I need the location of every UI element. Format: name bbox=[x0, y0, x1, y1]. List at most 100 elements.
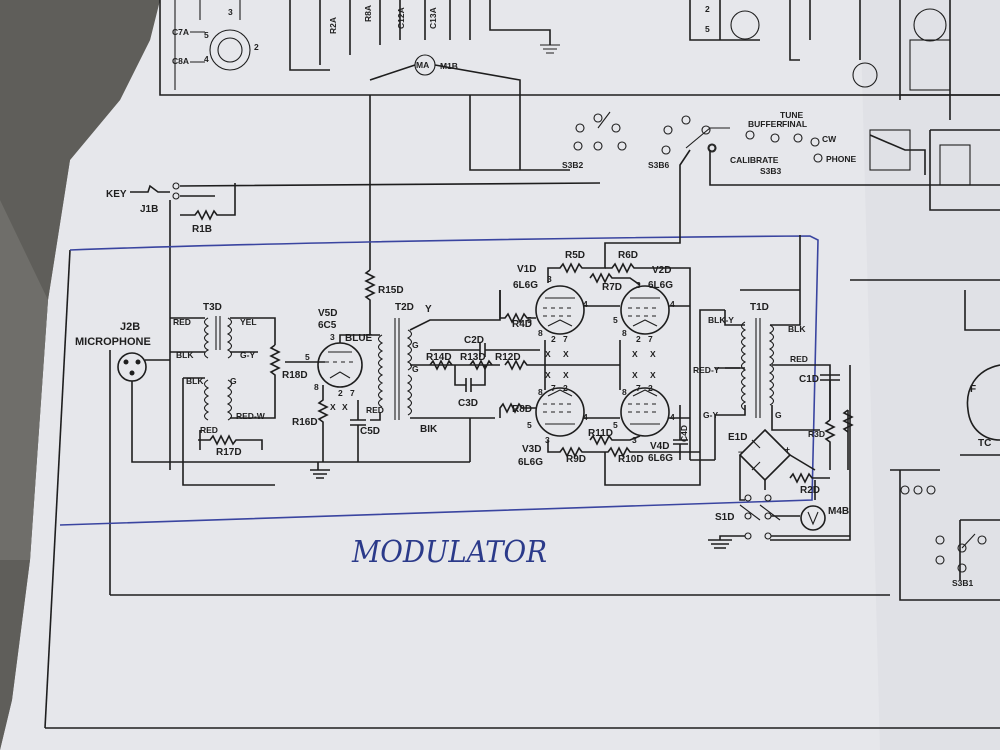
tune-label: TUNE bbox=[780, 110, 803, 120]
t3-gy-label: G-Y bbox=[240, 350, 255, 360]
t3-red-a-label: RED bbox=[173, 317, 191, 327]
m4b-label: M4B bbox=[828, 506, 849, 517]
tube-v3d bbox=[535, 387, 585, 437]
r3d-label: R3D bbox=[808, 429, 825, 439]
calibrate-label: CALIBRATE bbox=[730, 155, 779, 165]
svg-text:X: X bbox=[545, 349, 551, 359]
t1-red-label: RED bbox=[790, 354, 808, 364]
svg-text:F: F bbox=[970, 384, 976, 395]
tube-v5d: V5D 6C5 BLUE 3 5 8 2 7 X X R16D R15D C5D… bbox=[285, 269, 404, 479]
key-jack: KEY J1B R1B bbox=[106, 182, 601, 470]
r16d-label: R16D bbox=[292, 417, 318, 428]
svg-text:4: 4 bbox=[583, 412, 588, 422]
cw-label: CW bbox=[822, 134, 837, 144]
t3-blk-label: BLK bbox=[176, 350, 194, 360]
svg-text:2: 2 bbox=[338, 388, 343, 398]
v1d-type: 6L6G bbox=[513, 280, 538, 291]
blue-label: BLUE bbox=[345, 333, 373, 344]
v1d-label: V1D bbox=[517, 264, 536, 275]
r15d-label: R15D bbox=[378, 285, 404, 296]
r12d-label: R12D bbox=[495, 352, 521, 363]
svg-text:8: 8 bbox=[314, 382, 319, 392]
v5d-label: V5D bbox=[318, 308, 337, 319]
r10d-label: R10D bbox=[618, 454, 644, 465]
svg-text:X: X bbox=[330, 402, 336, 412]
j2b-label: J2B bbox=[120, 321, 140, 333]
tube-v4d bbox=[620, 387, 670, 437]
c4d-label: C4D bbox=[679, 425, 689, 442]
svg-text:3: 3 bbox=[636, 280, 641, 290]
transformer-t3d: T3D RED YEL BLK G-Y BLK G RED-W RED R17D… bbox=[170, 302, 308, 486]
push-pull-tubes: V1D 6L6G V2D 6L6G V3D 6L6G V4D 6L6G 34 5… bbox=[513, 264, 675, 468]
svg-text:5: 5 bbox=[613, 315, 618, 325]
bias-network: R14D R13D R12D C2D C3D bbox=[426, 335, 545, 462]
r6d-label: R6D bbox=[618, 250, 638, 261]
t2-y-label: Y bbox=[425, 304, 432, 315]
r7d-label: R7D bbox=[602, 282, 622, 293]
transformer-t1d: T1D BLK-Y BLK RED RED-Y G-Y G C1D R3D bbox=[693, 235, 1000, 541]
svg-text:X: X bbox=[342, 402, 348, 412]
s3b6-label: S3B6 bbox=[648, 160, 670, 170]
svg-text:4: 4 bbox=[583, 299, 588, 309]
v4d-label: V4D bbox=[650, 441, 669, 452]
c8a-label: C8A bbox=[172, 56, 189, 66]
svg-text:5: 5 bbox=[527, 315, 532, 325]
svg-text:X: X bbox=[563, 349, 569, 359]
r8a-label: R8A bbox=[363, 5, 373, 22]
t2d-label: T2D bbox=[395, 302, 414, 313]
svg-text:2: 2 bbox=[254, 42, 259, 52]
transformer-t2d: T2D Y G G BIK bbox=[370, 290, 501, 435]
r2a-label: R2A bbox=[328, 17, 338, 34]
c13a-label: C13A bbox=[428, 7, 438, 29]
svg-text:5: 5 bbox=[527, 420, 532, 430]
c2d-label: C2D bbox=[464, 335, 484, 346]
r11d-label: R11D bbox=[588, 428, 613, 439]
v4d-type: 6L6G bbox=[648, 453, 673, 464]
red-v5-label: RED bbox=[366, 405, 384, 415]
svg-text:X: X bbox=[650, 370, 656, 380]
v2d-label: V2D bbox=[652, 265, 671, 276]
svg-text:3: 3 bbox=[547, 274, 552, 284]
svg-text:X: X bbox=[563, 370, 569, 380]
j1b-label: J1B bbox=[140, 204, 158, 215]
svg-text:X: X bbox=[632, 349, 638, 359]
r2d-label: R2D bbox=[800, 485, 820, 496]
bik-label: BIK bbox=[420, 424, 438, 435]
r13d-label: R13D bbox=[460, 352, 486, 363]
svg-text:3: 3 bbox=[228, 7, 233, 17]
c5d-label: C5D bbox=[360, 426, 380, 437]
buffer-label: BUFFER bbox=[748, 119, 782, 129]
svg-text:2: 2 bbox=[648, 383, 653, 393]
svg-text:8: 8 bbox=[622, 328, 627, 338]
svg-text:2: 2 bbox=[551, 334, 556, 344]
m1b-label: M1B bbox=[440, 61, 458, 71]
t3-redb-label: RED bbox=[200, 425, 218, 435]
c3d-label: C3D bbox=[458, 398, 478, 409]
svg-text:3: 3 bbox=[330, 332, 335, 342]
s1d-label: S1D bbox=[715, 512, 734, 523]
svg-text:4: 4 bbox=[204, 54, 209, 64]
meter-circuit: E1D − + R2D M4B S1D bbox=[708, 428, 850, 549]
microphone-label: MICROPHONE bbox=[75, 336, 151, 348]
v3d-type: 6L6G bbox=[518, 457, 543, 468]
t1-gy-label: G-Y bbox=[703, 410, 718, 420]
s3b2-label: S3B2 bbox=[562, 160, 584, 170]
modulator-handwritten-label: MODULATOR bbox=[351, 535, 547, 570]
t1-blk-label: BLK bbox=[788, 324, 806, 334]
yel-label: YEL bbox=[240, 317, 257, 327]
svg-text:2: 2 bbox=[705, 4, 710, 14]
svg-text:8: 8 bbox=[622, 387, 627, 397]
svg-text:X: X bbox=[545, 370, 551, 380]
red-w-label: RED-W bbox=[236, 411, 266, 421]
r9d-label: R9D bbox=[566, 454, 586, 465]
svg-text:8: 8 bbox=[538, 328, 543, 338]
red-y-label: RED-Y bbox=[693, 365, 720, 375]
t2-g-label: G bbox=[412, 340, 419, 350]
svg-text:X: X bbox=[632, 370, 638, 380]
svg-text:7: 7 bbox=[563, 334, 568, 344]
top-section: C7A C8A 3 2 5 4 R2A R8A C12A C13A MA M1B… bbox=[172, 0, 951, 120]
svg-text:X: X bbox=[650, 349, 656, 359]
svg-text:4: 4 bbox=[670, 299, 675, 309]
r4d-label: R4D bbox=[512, 319, 532, 330]
